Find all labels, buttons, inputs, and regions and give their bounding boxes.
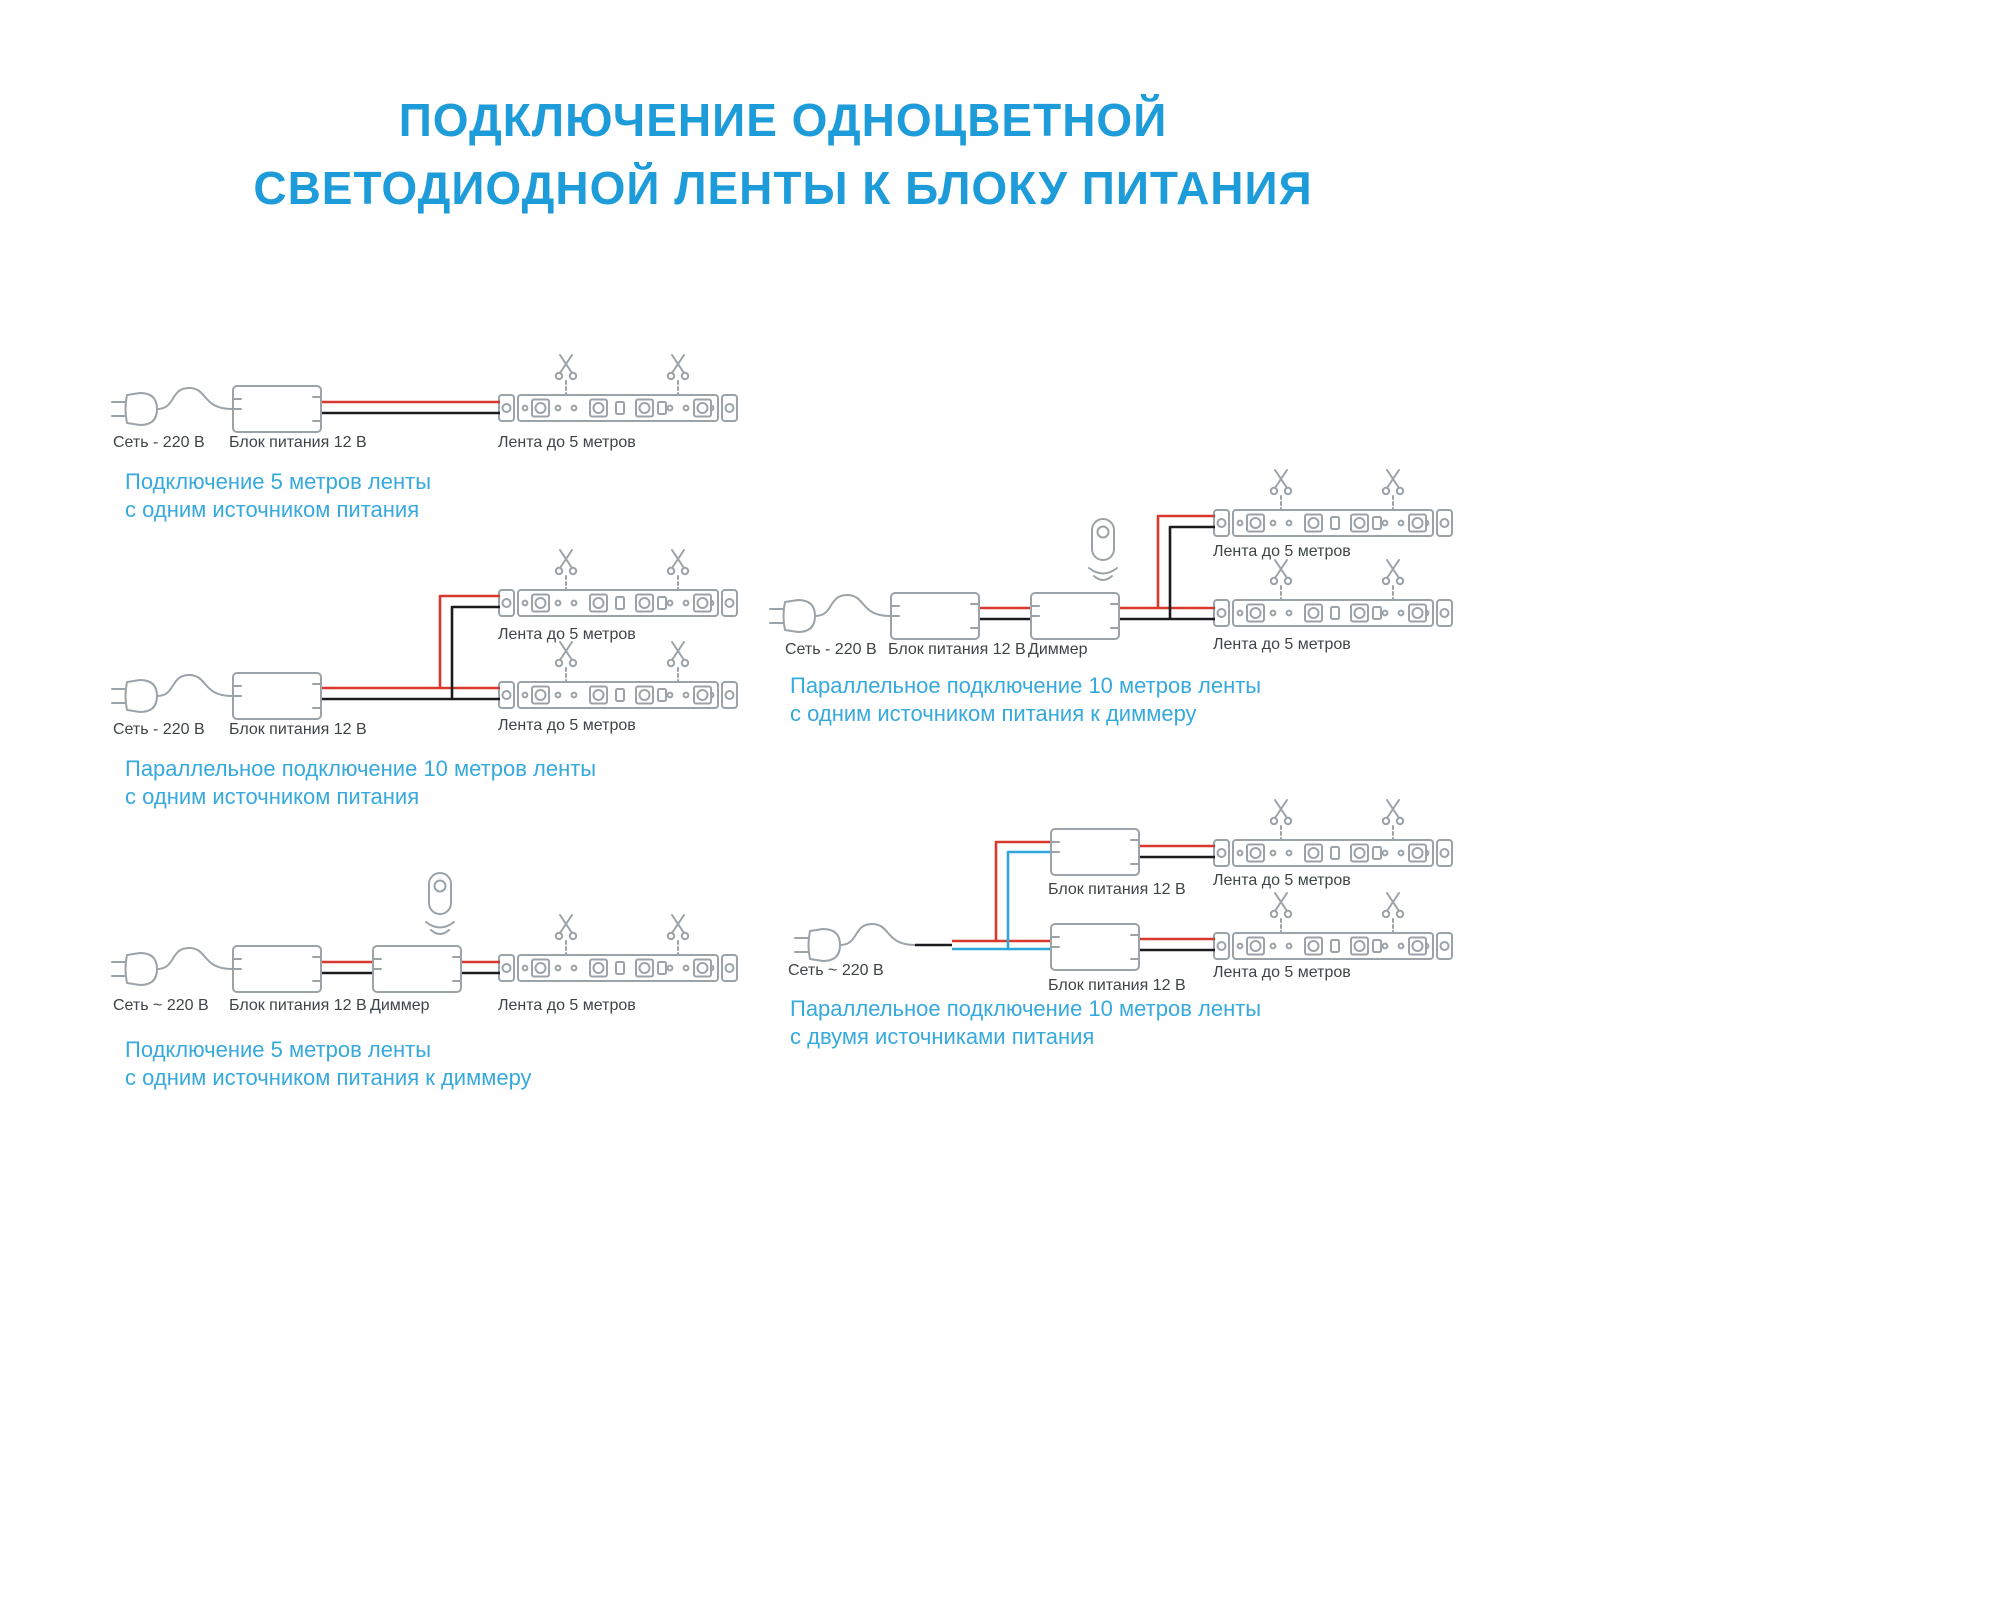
led-strip (499, 915, 737, 983)
dimmer-box (372, 945, 462, 993)
label-psu: Блок питания 12 В (229, 721, 367, 738)
power-plug-icon (111, 947, 233, 986)
page-title: ПОДКЛЮЧЕНИЕ ОДНОЦВЕТНОЙ СВЕТОДИОДНОЙ ЛЕН… (0, 86, 1566, 222)
label-strip-bottom: Лента до 5 метров (498, 717, 636, 734)
caption-line: Параллельное подключение 10 метров ленты (790, 673, 1262, 698)
caption-line: Подключение 5 метров ленты (125, 469, 432, 494)
label-psu-top: Блок питания 12 В (1048, 881, 1186, 898)
diagram-4 (769, 470, 1452, 640)
psu-box (232, 672, 322, 720)
caption-line: Подключение 5 метров ленты (125, 1037, 432, 1062)
label-psu: Блок питания 12 В (229, 434, 367, 451)
psu-box-top (1050, 828, 1140, 876)
title-line-1: ПОДКЛЮЧЕНИЕ ОДНОЦВЕТНОЙ (398, 94, 1168, 146)
wire-black (322, 605, 500, 701)
title-line-2: СВЕТОДИОДНОЙ ЛЕНТЫ К БЛОКУ ПИТАНИЯ (253, 162, 1313, 214)
wire-red (952, 840, 1050, 943)
label-psu-bottom: Блок питания 12 В (1048, 977, 1186, 994)
label-strip: Лента до 5 метров (498, 997, 636, 1014)
label-dimmer: Диммер (1028, 641, 1088, 658)
caption-diagram-1: Подключение 5 метров ленты с одним источ… (125, 468, 431, 524)
power-plug-icon (794, 923, 916, 962)
psu-box (232, 385, 322, 433)
label-strip-top: Лента до 5 метров (498, 626, 636, 643)
diagram-5 (794, 800, 1452, 971)
led-strip-bottom (1214, 560, 1452, 628)
led-strip-top (1214, 800, 1452, 868)
power-plug-icon (111, 387, 233, 426)
label-mains: Сеть - 220 В (785, 641, 877, 658)
label-dimmer: Диммер (370, 997, 430, 1014)
caption-line: с одним источником питания к диммеру (125, 1065, 532, 1090)
led-strip-bottom (1214, 893, 1452, 961)
caption-line: Параллельное подключение 10 метров ленты (790, 996, 1262, 1021)
label-strip-top: Лента до 5 метров (1213, 543, 1351, 560)
led-strip-bottom (499, 642, 737, 710)
psu-box (232, 945, 322, 993)
caption-diagram-5: Параллельное подключение 10 метров ленты… (790, 995, 1261, 1051)
remote-control-icon (425, 872, 455, 935)
wire-black (1168, 525, 1215, 619)
diagram-3 (111, 872, 737, 993)
label-psu: Блок питания 12 В (888, 641, 1026, 658)
led-strip-top (499, 550, 737, 618)
remote-control-icon (1088, 518, 1118, 581)
psu-box (890, 592, 980, 640)
caption-diagram-3: Подключение 5 метров ленты с одним источ… (125, 1036, 532, 1092)
led-strip-top (1214, 470, 1452, 538)
caption-line: с одним источником питания к диммеру (790, 701, 1197, 726)
led-strip (499, 355, 737, 423)
diagram-2 (111, 550, 737, 720)
caption-diagram-4: Параллельное подключение 10 метров ленты… (790, 672, 1261, 728)
label-strip-top: Лента до 5 метров (1213, 872, 1351, 889)
label-strip-bottom: Лента до 5 метров (1213, 636, 1351, 653)
dimmer-box (1030, 592, 1120, 640)
caption-line: Параллельное подключение 10 метров ленты (125, 756, 597, 781)
caption-line: с одним источником питания (125, 497, 420, 522)
label-mains: Сеть - 220 В (113, 434, 205, 451)
caption-line: с двумя источниками питания (790, 1024, 1095, 1049)
label-mains: Сеть - 220 В (113, 721, 205, 738)
psu-box-bottom (1050, 923, 1140, 971)
caption-line: с одним источником питания (125, 784, 420, 809)
label-mains: Сеть ~ 220 В (788, 962, 884, 979)
label-psu: Блок питания 12 В (229, 997, 367, 1014)
label-strip-bottom: Лента до 5 метров (1213, 964, 1351, 981)
wire-blue (952, 850, 1050, 951)
wire-red (322, 594, 500, 690)
power-plug-icon (769, 594, 891, 633)
label-mains: Сеть ~ 220 В (113, 997, 209, 1014)
power-plug-icon (111, 674, 233, 713)
wire-red (1156, 514, 1215, 608)
diagram-1 (111, 355, 737, 433)
label-strip: Лента до 5 метров (498, 434, 636, 451)
caption-diagram-2: Параллельное подключение 10 метров ленты… (125, 755, 596, 811)
